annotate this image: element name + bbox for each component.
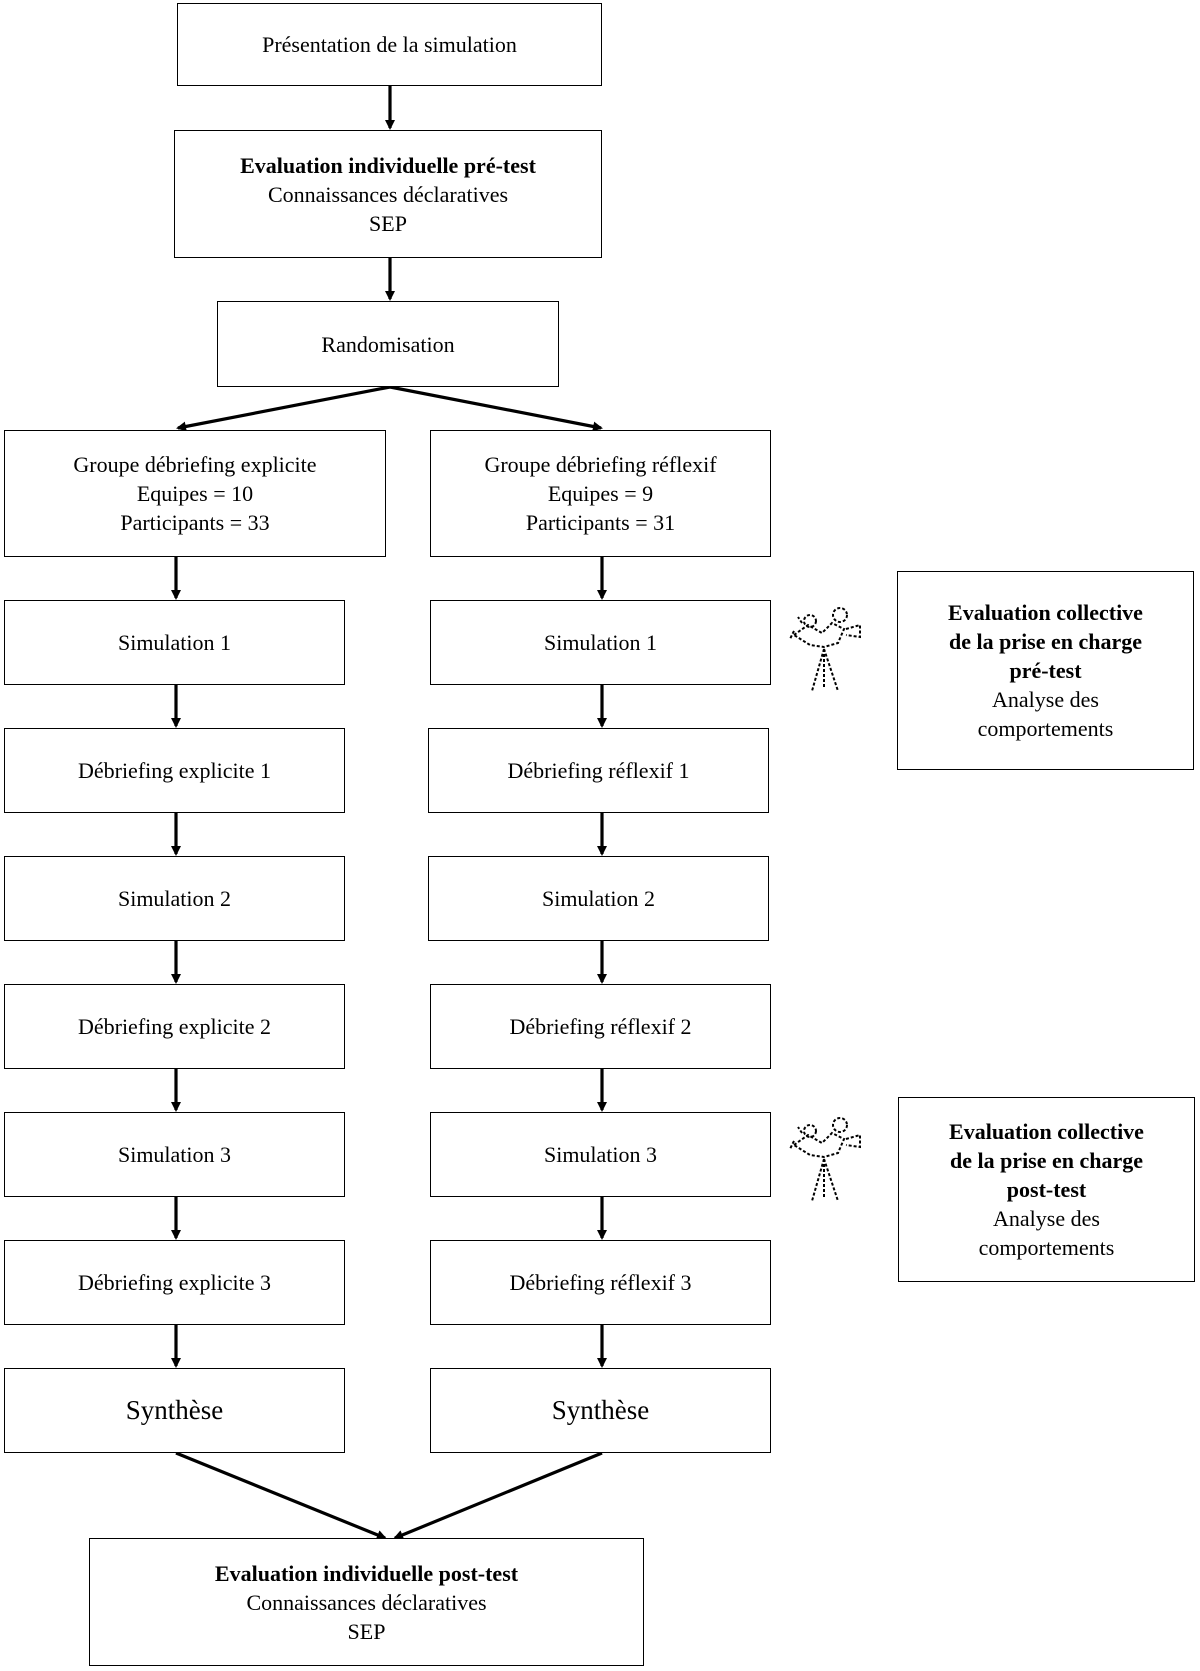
randomisation-box: Randomisation xyxy=(217,301,559,387)
posttest-title: Evaluation individuelle post-test xyxy=(214,1560,519,1586)
group-reflexive-title: Groupe débriefing réflexif xyxy=(484,452,717,477)
reflexive-step-box: Débriefing réflexif 1 xyxy=(428,728,769,813)
explicit-step-label: Débriefing explicite 3 xyxy=(77,1270,272,1295)
reflexive-synthesis-box: Synthèse xyxy=(430,1368,771,1453)
explicit-synthesis-label: Synthèse xyxy=(125,1395,224,1425)
explicit-step-box: Débriefing explicite 2 xyxy=(4,984,345,1069)
reflexive-step-label: Débriefing réflexif 2 xyxy=(509,1014,692,1039)
group-explicit-participants: Participants = 33 xyxy=(120,510,270,535)
collective-posttest-box: Evaluation collective de la prise en cha… xyxy=(898,1097,1195,1282)
collective-pretest-line4: Analyse des xyxy=(992,687,1099,712)
collective-posttest-line5: comportements xyxy=(978,1235,1115,1260)
collective-posttest-line2: de la prise en charge xyxy=(949,1148,1144,1173)
explicit-step-box: Simulation 3 xyxy=(4,1112,345,1197)
reflexive-step-box: Simulation 3 xyxy=(430,1112,771,1197)
reflexive-step-label: Simulation 1 xyxy=(543,630,658,655)
reflexive-step-label: Simulation 2 xyxy=(541,886,656,911)
group-reflexive-participants: Participants = 31 xyxy=(525,510,676,535)
pretest-line2: Connaissances déclaratives xyxy=(267,181,509,207)
arrow-randomisation-explicit xyxy=(176,385,391,432)
explicit-step-box: Simulation 1 xyxy=(4,600,345,685)
pretest-box: Evaluation individuelle pré-test Connais… xyxy=(174,130,602,258)
reflexive-synthesis-label: Synthèse xyxy=(551,1395,650,1425)
reflexive-step-label: Débriefing réflexif 1 xyxy=(507,758,690,783)
reflexive-step-label: Simulation 3 xyxy=(543,1142,658,1167)
explicit-step-box: Débriefing explicite 3 xyxy=(4,1240,345,1325)
explicit-step-label: Simulation 3 xyxy=(117,1142,232,1167)
collective-pretest-line2: de la prise en charge xyxy=(948,629,1143,654)
video-camera-icon xyxy=(789,607,861,692)
collective-pretest-box: Evaluation collective de la prise en cha… xyxy=(897,571,1194,770)
presentation-label: Présentation de la simulation xyxy=(262,32,517,57)
posttest-line2: Connaissances déclaratives xyxy=(246,1589,487,1615)
group-explicit-box: Groupe débriefing explicite Equipes = 10… xyxy=(4,430,386,557)
posttest-box: Evaluation individuelle post-test Connai… xyxy=(89,1538,644,1666)
explicit-step-label: Simulation 1 xyxy=(117,630,232,655)
arrow-reflexive-synthesis-posttest xyxy=(393,1451,603,1540)
explicit-step-label: Débriefing explicite 1 xyxy=(77,758,272,783)
posttest-line3: SEP xyxy=(347,1618,386,1644)
arrow-explicit-synthesis-posttest xyxy=(175,1451,387,1540)
collective-posttest-line3: post-test xyxy=(1006,1177,1087,1202)
collective-pretest-line1: Evaluation collective xyxy=(948,600,1143,625)
reflexive-step-label: Débriefing réflexif 3 xyxy=(509,1270,692,1295)
explicit-step-box: Simulation 2 xyxy=(4,856,345,941)
arrow-randomisation-reflexive xyxy=(389,385,603,432)
pretest-title: Evaluation individuelle pré-test xyxy=(240,152,536,178)
randomisation-label: Randomisation xyxy=(321,331,455,357)
reflexive-step-box: Simulation 1 xyxy=(430,600,771,685)
group-explicit-teams: Equipes = 10 xyxy=(136,481,254,506)
video-camera-icon xyxy=(789,1117,861,1202)
explicit-step-label: Simulation 2 xyxy=(117,886,232,911)
explicit-step-box: Débriefing explicite 1 xyxy=(4,728,345,813)
explicit-synthesis-box: Synthèse xyxy=(4,1368,345,1453)
collective-posttest-line4: Analyse des xyxy=(993,1206,1100,1231)
group-reflexive-teams: Equipes = 9 xyxy=(547,481,654,506)
pretest-line3: SEP xyxy=(369,210,407,236)
collective-posttest-line1: Evaluation collective xyxy=(949,1119,1144,1144)
reflexive-step-box: Débriefing réflexif 2 xyxy=(430,984,771,1069)
group-explicit-title: Groupe débriefing explicite xyxy=(73,452,317,477)
group-reflexive-box: Groupe débriefing réflexif Equipes = 9 P… xyxy=(430,430,771,557)
presentation-box: Présentation de la simulation xyxy=(177,3,602,86)
reflexive-step-box: Débriefing réflexif 3 xyxy=(430,1240,771,1325)
explicit-step-label: Débriefing explicite 2 xyxy=(77,1014,272,1039)
collective-pretest-line5: comportements xyxy=(977,716,1114,741)
reflexive-step-box: Simulation 2 xyxy=(428,856,769,941)
collective-pretest-line3: pré-test xyxy=(1009,658,1082,683)
